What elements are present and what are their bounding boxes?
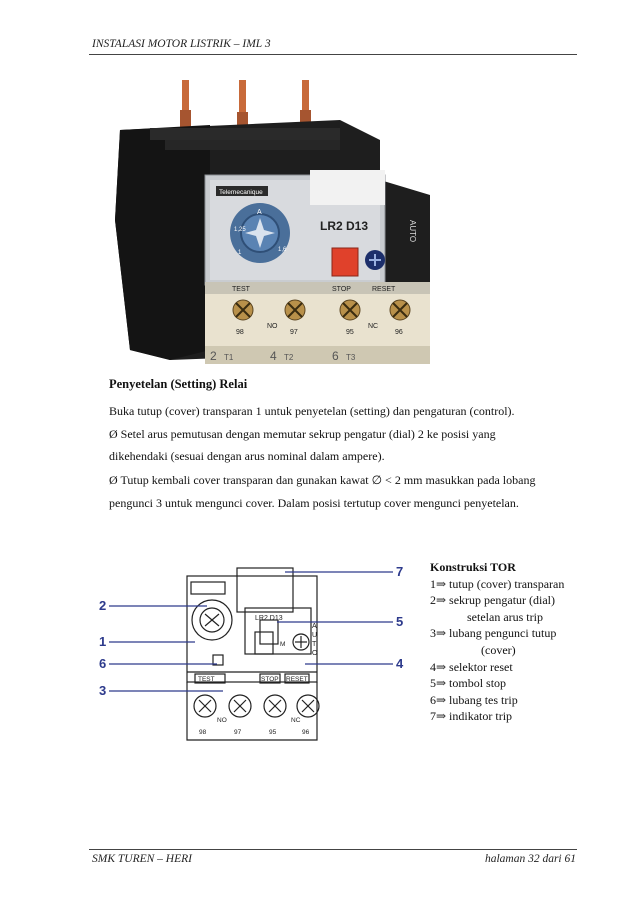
svg-text:NC: NC (368, 323, 378, 330)
svg-text:1,25: 1,25 (234, 227, 246, 233)
svg-text:T3: T3 (346, 353, 356, 362)
svg-text:97: 97 (290, 329, 298, 336)
page-header: INSTALASI MOTOR LISTRIK – IML 3 (92, 38, 271, 50)
svg-text:1: 1 (238, 250, 242, 256)
legend-item-3: 3⇒ lubang pengunci tutup (430, 626, 557, 641)
legend-item-2-cont: setelan arus trip (467, 609, 543, 624)
svg-text:96: 96 (395, 329, 403, 336)
svg-text:T: T (312, 641, 317, 648)
svg-text:O: O (312, 650, 318, 657)
svg-text:NC: NC (291, 717, 301, 724)
diagram-test: TEST (198, 676, 215, 683)
legend-item-1: 1⇒ tutup (cover) transparan (430, 576, 565, 591)
svg-text:T1: T1 (224, 353, 234, 362)
svg-text:A: A (257, 209, 262, 216)
legend-item-3-cont: (cover) (481, 642, 516, 657)
diagram-stop: STOP (261, 676, 279, 683)
svg-text:STOP: STOP (332, 286, 351, 293)
legend-item-5: 5⇒ tombol stop (430, 676, 507, 691)
callout-1: 1 (99, 634, 106, 649)
callout-6: 6 (99, 656, 106, 671)
svg-text:4: 4 (270, 349, 277, 363)
svg-text:M: M (280, 641, 285, 648)
svg-text:U: U (312, 632, 317, 639)
svg-text:NO: NO (267, 323, 278, 330)
paragraph-2-line-2: dikehendaki (sesuai dengan arus nominal … (109, 449, 385, 463)
svg-text:AUTO: AUTO (408, 220, 417, 242)
svg-text:6: 6 (332, 349, 339, 363)
paragraph-3-line-1: Ø Tutup kembali cover transparan dan gun… (109, 473, 536, 487)
svg-text:96: 96 (302, 729, 310, 736)
callout-7: 7 (396, 564, 403, 579)
svg-text:1,6: 1,6 (278, 247, 287, 253)
svg-text:RESET: RESET (372, 286, 396, 293)
footer-rule (89, 849, 577, 850)
legend-item-2: 2⇒ sekrup pengatur (dial) (430, 593, 556, 608)
callout-4: 4 (396, 656, 404, 671)
header-rule (89, 54, 577, 55)
paragraph-2-line-1: Ø Setel arus pemutusan dengan memutar se… (109, 427, 496, 441)
callout-3: 3 (99, 683, 106, 698)
paragraph-1: Buka tutup (cover) transparan 1 untuk pe… (109, 404, 515, 418)
page-number: halaman 32 dari 61 (484, 853, 576, 865)
svg-text:98: 98 (236, 329, 244, 336)
svg-text:95: 95 (346, 329, 354, 336)
svg-text:2: 2 (210, 349, 217, 363)
svg-text:TEST: TEST (232, 286, 251, 293)
relay-diagram: LR2 D13 TEST STOP RESET M A U T O NO NC … (99, 564, 404, 741)
paragraph-3-line-2: pengunci 3 untuk mengunci cover. Dalam p… (109, 496, 519, 510)
diagram-model: LR2 D13 (255, 615, 283, 622)
legend-item-7: 7⇒ indikator trip (430, 709, 513, 724)
photo-brand: Telemecanique (219, 189, 263, 196)
section-title: Penyetelan (Setting) Relai (109, 377, 248, 391)
legend-title: Konstruksi TOR (430, 560, 516, 574)
svg-text:A: A (312, 623, 317, 630)
svg-text:95: 95 (269, 729, 277, 736)
legend: Konstruksi TOR 1⇒ tutup (cover) transpar… (430, 559, 605, 725)
legend-item-6: 6⇒ lubang tes trip (430, 692, 518, 707)
diagram-reset: RESET (286, 676, 308, 683)
svg-text:97: 97 (234, 729, 242, 736)
svg-text:98: 98 (199, 729, 207, 736)
svg-text:NO: NO (217, 717, 227, 724)
photo-model: LR2 D13 (320, 219, 368, 233)
footer-left: SMK TUREN – HERI (92, 853, 192, 865)
callout-5: 5 (396, 614, 403, 629)
callout-2: 2 (99, 598, 106, 613)
relay-photo: Telemecanique A 1,25 1,6 1 LR2 D13 AUTO … (115, 80, 430, 364)
svg-text:T2: T2 (284, 353, 294, 362)
legend-item-4: 4⇒ selektor reset (430, 659, 513, 674)
